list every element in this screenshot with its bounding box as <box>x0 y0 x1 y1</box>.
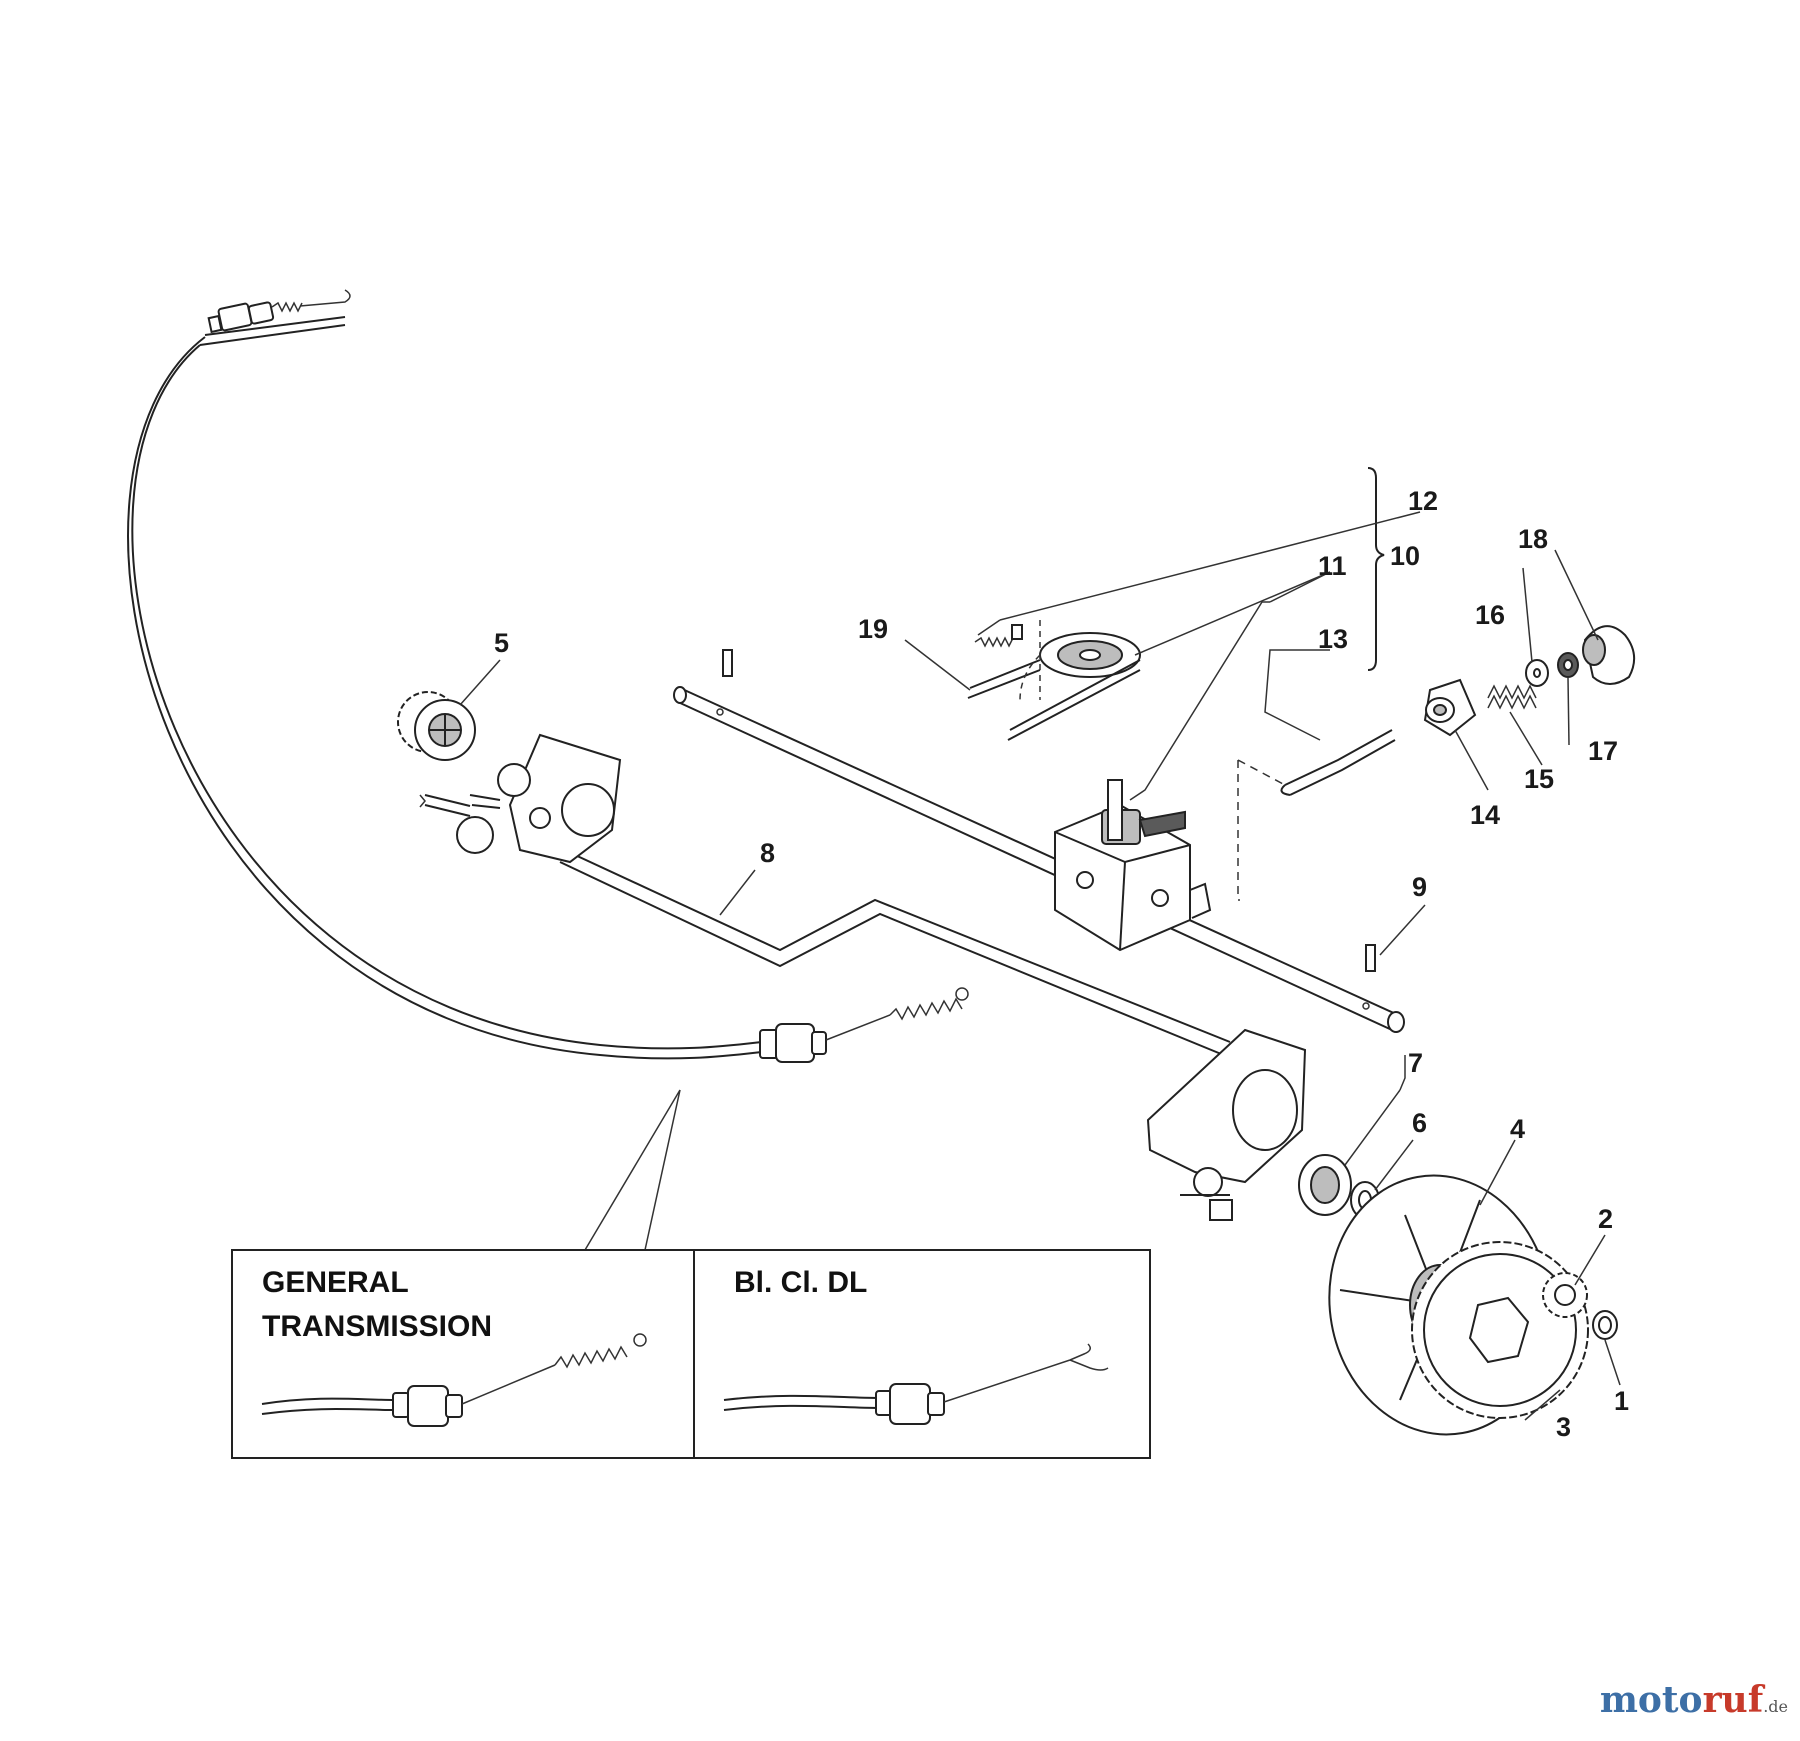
label-8: 8 <box>760 838 775 868</box>
pulley-screw <box>974 624 1023 648</box>
label-6: 6 <box>1412 1108 1427 1138</box>
label-18: 18 <box>1518 524 1548 554</box>
label-2: 2 <box>1598 1204 1613 1234</box>
label-10: 10 <box>1390 541 1420 571</box>
cable-bottom-end <box>759 987 969 1063</box>
pinion-5 <box>397 691 476 761</box>
nut-17 <box>1557 652 1579 678</box>
left-axle-bracket <box>419 733 622 864</box>
watermark-part3: .de <box>1763 1697 1788 1716</box>
washer-16 <box>1525 659 1549 687</box>
main-shaft <box>673 686 1405 1033</box>
gear-3 <box>1411 1241 1589 1419</box>
label-14: 14 <box>1470 800 1500 830</box>
inset-pointer-right <box>644 1089 681 1251</box>
inset-pointer-left <box>584 1089 681 1251</box>
label-11: 11 <box>1318 551 1347 581</box>
label-7: 7 <box>1408 1048 1423 1078</box>
leader-lines <box>459 511 1621 1421</box>
watermark-part2: ruf <box>1702 1679 1764 1721</box>
right-axle-bracket <box>1146 1028 1307 1221</box>
roll-pin-9 <box>1365 944 1376 972</box>
label-3: 3 <box>1556 1412 1571 1442</box>
circlip-1 <box>1592 1310 1618 1340</box>
cable-top-end <box>199 289 351 346</box>
label-4: 4 <box>1510 1114 1525 1144</box>
label-15: 15 <box>1524 764 1554 794</box>
control-lever <box>1280 729 1396 796</box>
cap-18 <box>1582 625 1636 685</box>
pinion-2 <box>1542 1272 1588 1318</box>
spring-15 <box>1487 684 1537 710</box>
inset-title-bl-cl-dl: Bl. Cl. DL <box>734 1266 867 1299</box>
inset-title-general-2: TRANSMISSION <box>262 1310 492 1343</box>
inset-title-general-1: GENERAL <box>262 1266 409 1299</box>
pulley-assembly <box>967 620 1141 741</box>
site-watermark: motoruf.de <box>1600 1679 1788 1721</box>
label-19: 19 <box>858 614 888 644</box>
label-5: 5 <box>494 628 509 658</box>
roll-pin-top <box>722 649 733 677</box>
label-1: 1 <box>1614 1386 1629 1416</box>
lever-dashed-guide <box>1237 759 1286 901</box>
drive-axle <box>559 847 1231 1057</box>
label-17: 17 <box>1588 736 1618 766</box>
label-12: 12 <box>1408 486 1438 516</box>
gearbox <box>1054 779 1212 952</box>
watermark-part1: moto <box>1599 1679 1703 1721</box>
bushing-14 <box>1423 678 1477 737</box>
group-brace-10 <box>1367 467 1385 671</box>
transmission-cable <box>127 336 786 1060</box>
label-13: 13 <box>1318 624 1348 654</box>
label-9: 9 <box>1412 872 1427 902</box>
label-16: 16 <box>1475 600 1505 630</box>
cable-variant-inset <box>231 1249 1151 1459</box>
